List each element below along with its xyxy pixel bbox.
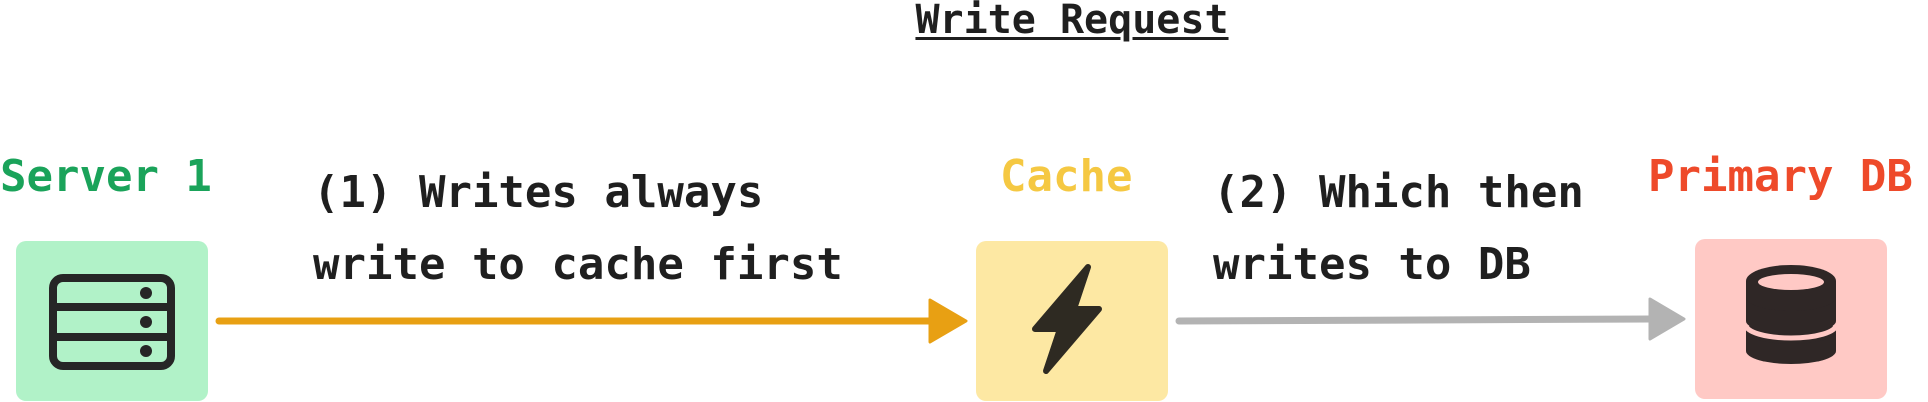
edge-cache-to-db (1175, 297, 1686, 341)
step-1-line-1: (1) Writes always (313, 167, 764, 218)
lightning-bolt-icon (1032, 264, 1102, 374)
edge-server-to-cache (215, 298, 968, 344)
cache-label: Cache (1000, 151, 1133, 202)
diagram-title: Write Request (915, 0, 1229, 43)
server-label: Server 1 (0, 151, 212, 202)
step-2-line-2: writes to DB (1213, 239, 1531, 290)
cache-node[interactable] (976, 241, 1168, 401)
primary-db-node[interactable] (1695, 239, 1887, 399)
server-icon (49, 274, 175, 370)
step-2-line-1: (2) Which then (1213, 167, 1584, 218)
primary-db-label: Primary DB (1648, 151, 1913, 202)
step-1-line-2: write to cache first (313, 239, 843, 290)
database-icon (1743, 265, 1839, 364)
server-node[interactable] (16, 241, 208, 401)
